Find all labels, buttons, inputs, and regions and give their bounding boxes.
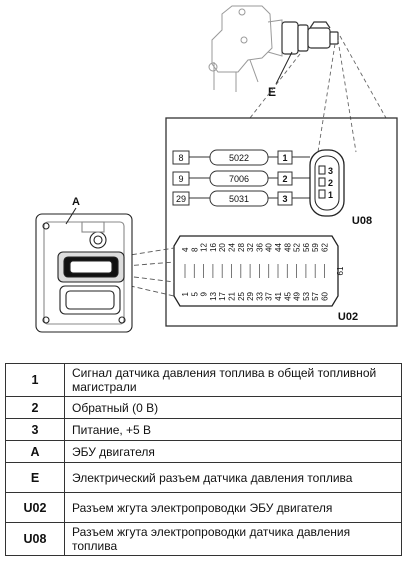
legend-code: 3	[5, 418, 65, 441]
u02-pin-number: 20	[218, 243, 227, 252]
u02-pin-number: 25	[237, 291, 246, 300]
sensor-pin-label: 3	[282, 194, 287, 204]
pressure-sensor-drawing	[281, 21, 339, 55]
u02-pin-number: 13	[209, 291, 218, 300]
u02-pin-number: 21	[228, 291, 237, 300]
callout-e: E	[268, 85, 276, 99]
legend-row: U02 Разъем жгута электропроводки ЭБУ дви…	[5, 492, 402, 523]
u02-pin-number: 16	[209, 243, 218, 252]
sensor-projection-lines	[249, 35, 387, 153]
u02-pin-number: 17	[218, 291, 227, 300]
legend-description: Сигнал датчика давления топлива в общей …	[64, 363, 402, 397]
sensor-pin-label: 2	[282, 174, 287, 184]
sensor-pin-label: 1	[282, 153, 287, 163]
u08-label: U08	[352, 215, 372, 227]
u02-pin-number: 4	[181, 247, 190, 252]
wire-id-label: 7006	[229, 174, 249, 184]
u02-pin-number: 32	[246, 243, 255, 252]
ecu-pin-label: 29	[176, 194, 186, 204]
u02-pin-number: 24	[228, 243, 237, 252]
legend-description: Разъем жгута электропроводки ЭБУ двигате…	[64, 492, 402, 523]
u08-pin-label: 2	[328, 178, 333, 188]
u02-pin-number: 5	[190, 291, 199, 296]
u02-pin-number: 44	[274, 243, 283, 252]
u02-pin-number: 37	[265, 291, 274, 300]
legend-row: 1 Сигнал датчика давления топлива в обще…	[5, 363, 402, 397]
legend-row: U08 Разъем жгута электропроводки датчика…	[5, 522, 402, 556]
u02-pin-number: 28	[237, 243, 246, 252]
wire-id-label: 5031	[229, 194, 249, 204]
u02-pin-number: 48	[283, 243, 292, 252]
u02-pin-number: 1	[181, 291, 190, 296]
legend-code: U08	[5, 522, 65, 556]
ecu-drawing	[35, 213, 133, 333]
wiring-diagram: E 8 5022 1 9 7006 2 29 5031	[35, 5, 398, 333]
callout-a: A	[72, 196, 80, 208]
u02-pin-number: 53	[302, 291, 311, 300]
u02-pin-number: 33	[255, 291, 264, 300]
u02-pin-number: 59	[311, 243, 320, 252]
legend-description: Электрический разъем датчика давления то…	[64, 462, 402, 493]
u02-pin-number: 40	[265, 243, 274, 252]
u02-pin-number: 56	[302, 243, 311, 252]
fuel-rail-drawing	[208, 5, 283, 92]
wire-id-label: 5022	[229, 153, 249, 163]
legend-row: E Электрический разъем датчика давления …	[5, 462, 402, 493]
u02-pin-number: 57	[311, 291, 320, 300]
u02-pin-number: 9	[200, 291, 209, 296]
u02-pin-number: 36	[255, 243, 264, 252]
legend-code: U02	[5, 492, 65, 523]
u02-pin-number: 41	[274, 291, 283, 300]
u02-pin-number: 12	[200, 243, 209, 252]
legend-code: E	[5, 462, 65, 493]
u02-pin-number: 8	[190, 247, 199, 252]
legend-row: 2 Обратный (0 В)	[5, 396, 402, 419]
u02-pin-number: 29	[246, 291, 255, 300]
legend-code: A	[5, 440, 65, 463]
legend-description: Питание, +5 В	[64, 418, 402, 441]
ecu-pin-label: 8	[178, 153, 183, 163]
legend-row: A ЭБУ двигателя	[5, 440, 402, 463]
u02-pin-number: 52	[293, 243, 302, 252]
legend-description: Разъем жгута электропроводки датчика дав…	[64, 522, 402, 556]
legend-description: Обратный (0 В)	[64, 396, 402, 419]
legend-row: 3 Питание, +5 В	[5, 418, 402, 441]
u02-pin-number: 45	[283, 291, 292, 300]
u02-pin-number: 62	[321, 243, 330, 252]
u02-pin-number: 49	[293, 291, 302, 300]
legend-code: 1	[5, 363, 65, 397]
connector-view-frame	[165, 117, 398, 327]
u02-pin-number: 60	[321, 291, 330, 300]
u08-pin-label: 3	[328, 166, 333, 176]
callout-e-leader	[275, 51, 293, 85]
legend-table: 1 Сигнал датчика давления топлива в обще…	[5, 363, 402, 556]
ecu-pin-label: 9	[178, 174, 183, 184]
legend-code: 2	[5, 396, 65, 419]
u08-pin-label: 1	[328, 190, 333, 200]
u08-connector: 3 2 1	[309, 149, 345, 217]
callout-a-leader	[65, 207, 77, 225]
u02-label: U02	[338, 311, 358, 323]
legend-description: ЭБУ двигателя	[64, 440, 402, 463]
u02-side-pin-label: 61	[336, 266, 345, 275]
wiring-rows: 8 5022 1 9 7006 2 29 5031 3	[172, 149, 310, 207]
